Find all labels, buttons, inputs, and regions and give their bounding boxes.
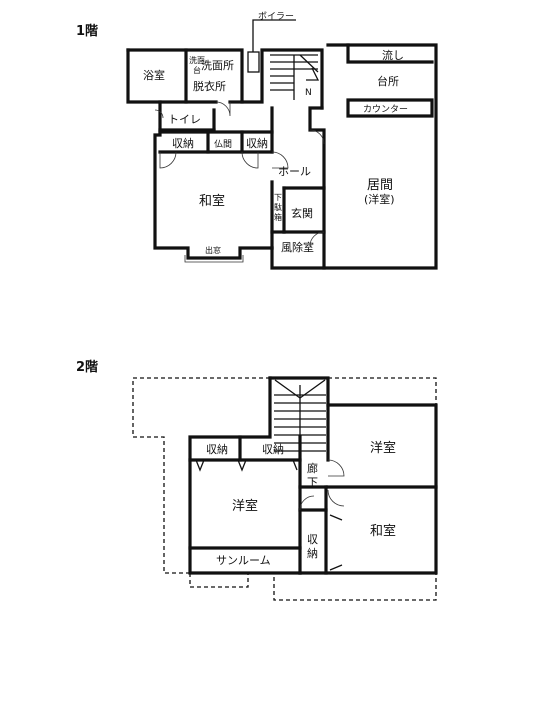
youshitsu-left-label: 洋室 bbox=[232, 498, 258, 514]
hall-label: ホール bbox=[278, 165, 311, 178]
sink-label: 流し bbox=[382, 48, 404, 62]
corridor-label-a: 廊 bbox=[307, 461, 318, 475]
sunroom-label: サンルーム bbox=[216, 554, 271, 567]
living-label: 居間 bbox=[367, 178, 393, 193]
genkan-label: 玄関 bbox=[291, 206, 313, 220]
floor2-balcony-outline bbox=[132, 377, 437, 601]
demado-label: 出窓 bbox=[205, 245, 221, 255]
floor2-title: 2階 bbox=[76, 359, 98, 375]
shoe-box-label-b: 駄 bbox=[274, 202, 282, 212]
storage-c-label-b: 納 bbox=[307, 547, 318, 560]
floor1-stairs: N bbox=[270, 54, 320, 100]
living-sub-label: (洋室) bbox=[364, 192, 395, 206]
floor2-stairs bbox=[274, 379, 326, 460]
washstand-label-a: 洗面 bbox=[189, 55, 205, 65]
storage-left-label: 収納 bbox=[172, 137, 194, 150]
youshitsu-right-label: 洋室 bbox=[370, 440, 396, 456]
boiler-label: ボイラー bbox=[258, 11, 294, 22]
butsuma-label: 仏間 bbox=[214, 139, 232, 150]
shoe-box-label-c: 箱 bbox=[274, 212, 282, 222]
floor2-doors bbox=[195, 459, 345, 571]
windbreak-label: 風除室 bbox=[281, 240, 314, 254]
storage-a-label: 収納 bbox=[206, 443, 228, 456]
washroom-label: 洗面所 bbox=[201, 59, 234, 72]
counter-label: カウンター bbox=[363, 104, 408, 115]
boiler: ボイラー bbox=[247, 11, 296, 73]
bath-label: 浴室 bbox=[143, 68, 165, 82]
storage-b-label: 収納 bbox=[262, 443, 284, 456]
storage-right-label: 収納 bbox=[246, 137, 268, 150]
floor1-walls bbox=[126, 43, 438, 270]
toilet-label: トイレ bbox=[168, 113, 201, 126]
shoe-box-label-a: 下 bbox=[274, 193, 282, 202]
floor1-doors bbox=[154, 101, 325, 263]
washstand-label-b: 台 bbox=[193, 65, 201, 75]
svg-text:N: N bbox=[305, 88, 312, 98]
dressing-label: 脱衣所 bbox=[193, 79, 226, 93]
floor1-title: 1階 bbox=[76, 23, 98, 39]
kitchen-label: 台所 bbox=[377, 74, 399, 88]
corridor-label-b: 下 bbox=[307, 476, 318, 489]
washitsu2-label: 和室 bbox=[370, 523, 396, 539]
floor2-walls bbox=[188, 376, 438, 575]
storage-c-label-a: 収 bbox=[307, 533, 318, 546]
washitsu-label: 和室 bbox=[199, 193, 225, 209]
